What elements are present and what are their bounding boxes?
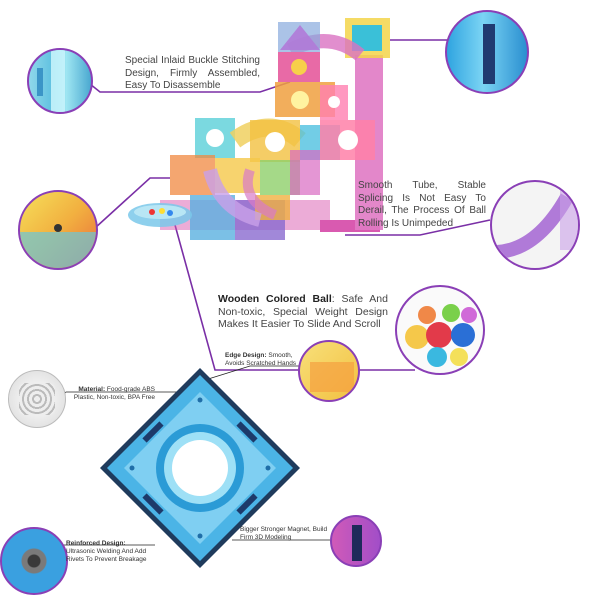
edge-detail-image <box>298 340 360 402</box>
material-description: Material: Food-grade ABS Plastic, Non-to… <box>70 386 155 402</box>
reinforced-description: Reinforced Design: Ultrasonic Welding An… <box>66 540 154 564</box>
magnet-description: Bigger Stronger Magnet, Build Firm 3D Mo… <box>240 526 328 541</box>
edge-title: Edge Design: <box>225 352 267 359</box>
reinforced-title: Reinforced Design: <box>66 540 126 547</box>
material-text: Food-grade ABS Plastic, Non-toxic, BPA F… <box>73 386 155 401</box>
material-title: Material: <box>78 386 106 393</box>
abs-pellets-image <box>8 370 66 428</box>
tube-description: Smooth Tube, Stable Splicing Is Not Easy… <box>358 180 486 229</box>
tile-joint-image <box>18 190 98 270</box>
rivet-detail-image <box>0 527 68 595</box>
edge-text: Smooth, Avoids Scratched Hands <box>225 352 297 367</box>
magnet-slot-image <box>445 10 529 94</box>
ball-title: Wooden Colored Ball <box>218 293 332 305</box>
ball-description: Wooden Colored Ball: Safe And Non-toxic,… <box>218 293 388 331</box>
reinforced-text: Ultrasonic Welding And Add Rivets To Pre… <box>66 548 147 563</box>
buckle-detail-image <box>27 48 93 114</box>
edge-description: Edge Design: Smooth, Avoids Scratched Ha… <box>225 352 300 368</box>
tube-detail-image <box>490 180 580 270</box>
wooden-balls-image <box>395 285 485 375</box>
magnet-detail-image <box>330 515 382 567</box>
ball-text: : Safe And Non-toxic, Special Weight Des… <box>218 293 388 330</box>
buckle-description: Special Inlaid Buckle Stitching Design, … <box>125 55 260 91</box>
